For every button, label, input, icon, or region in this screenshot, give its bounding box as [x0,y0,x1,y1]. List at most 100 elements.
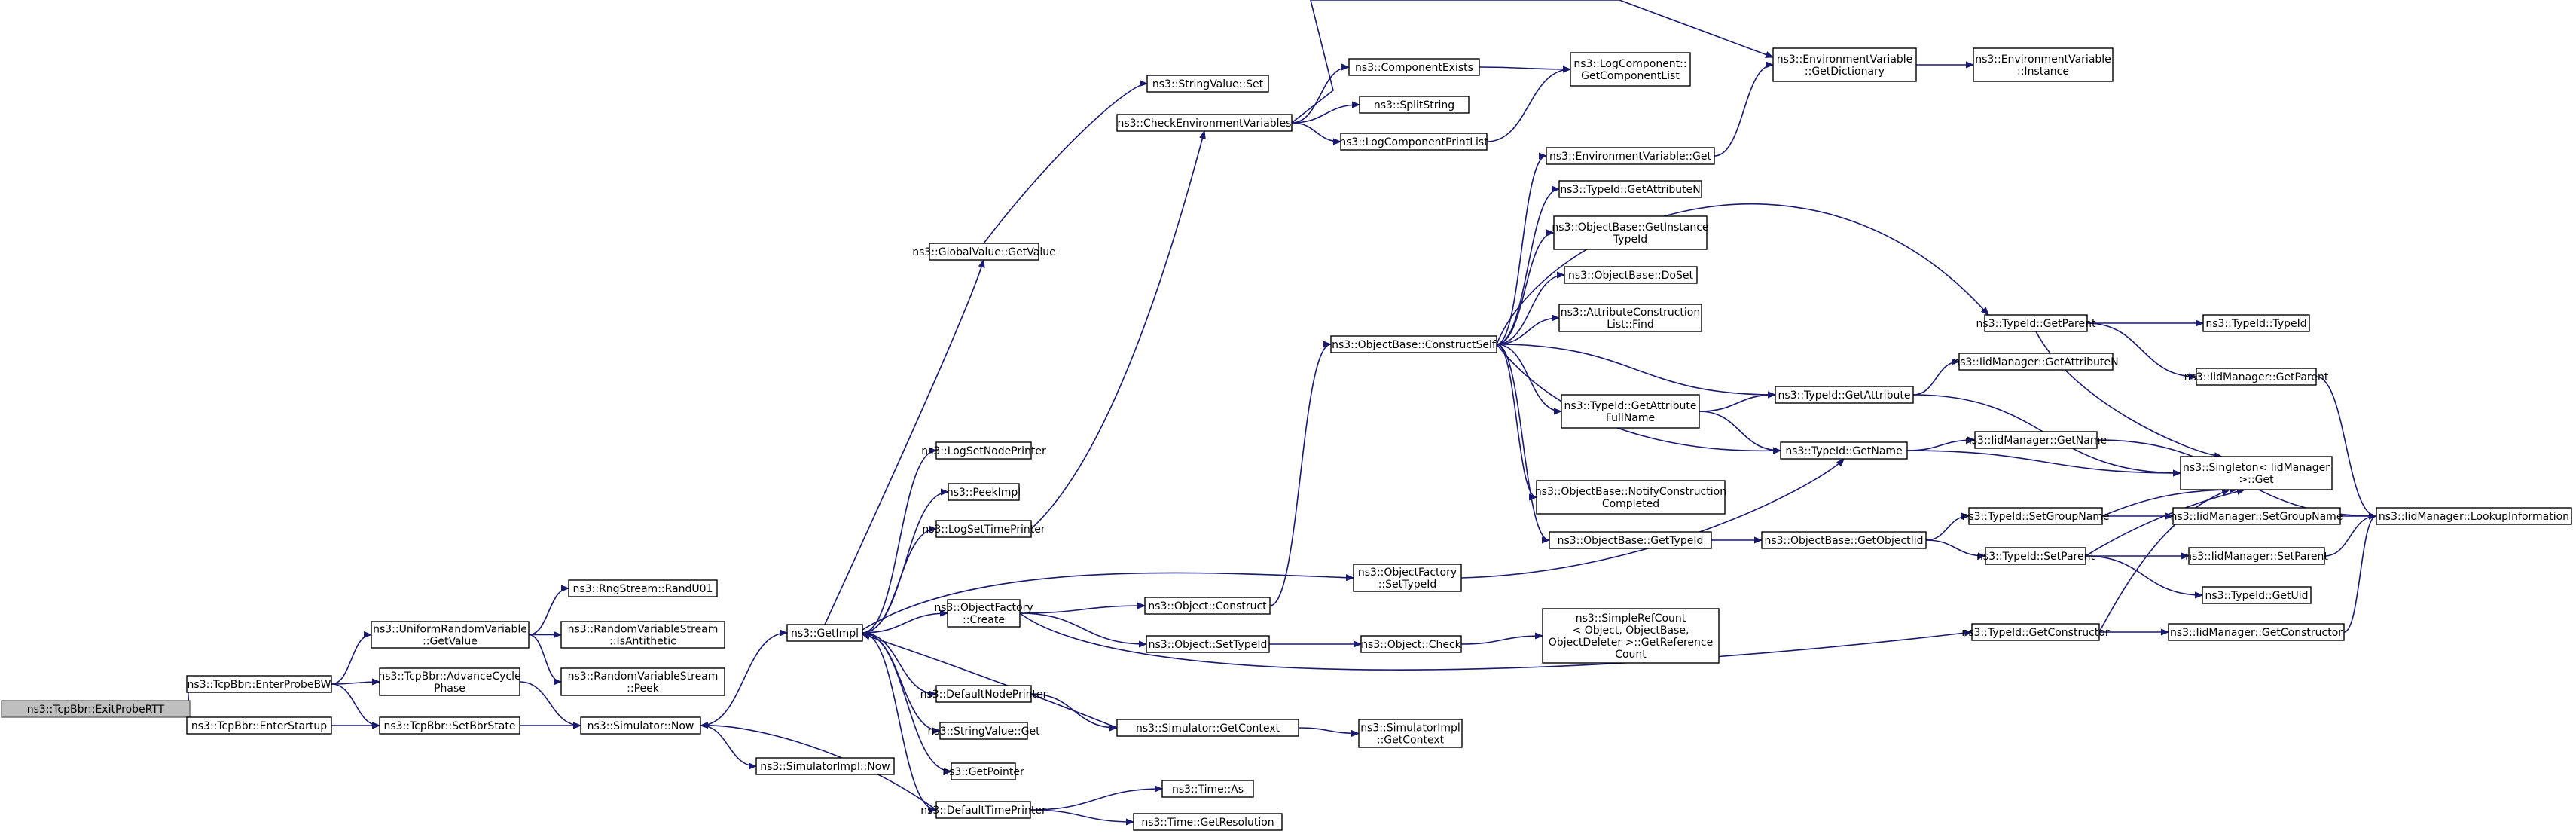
function-node[interactable]: ns3::TypeId::GetConstructor [1961,623,2110,641]
function-node[interactable]: ns3::Time::As [1161,780,1254,798]
function-node[interactable]: ns3::RandomVariableStream::IsAntithetic [560,621,725,649]
call-edge [862,634,1118,729]
function-node[interactable]: ns3::GetPointer [942,762,1024,780]
function-node[interactable]: ns3::SimulatorImpl::Now [755,757,895,775]
function-node[interactable]: ns3::TypeId::GetUid [2202,586,2312,604]
call-edge [1030,131,1204,530]
function-node[interactable]: ns3::ObjectBase::GetObjectIid [1761,531,1927,549]
function-node[interactable]: ns3::IidManager::GetName [1965,431,2107,449]
function-node[interactable]: ns3::IidManager::GetAttributeN [1953,353,2119,371]
call-edge [824,260,984,625]
call-edge [700,726,937,811]
function-node[interactable]: ns3::ObjectBase::GetTypeId [1549,531,1712,549]
function-node[interactable]: ns3::TypeId::SetGroupName [1961,507,2110,525]
function-node[interactable]: ns3::LogComponentPrintList [1339,133,1488,151]
function-node[interactable]: ns3::DefaultNodePrinter [920,685,1048,703]
function-node[interactable]: ns3::DefaultTimePrinter [920,801,1046,819]
function-node[interactable]: ns3::TypeId::GetParent [1976,314,2096,332]
function-node[interactable]: ns3::CheckEnvironmentVariables [1116,114,1293,132]
function-node[interactable]: ns3::GlobalValue::GetValue [912,243,1056,261]
function-node[interactable]: ns3::ComponentExists [1348,58,1480,76]
call-edge [1291,0,1773,124]
call-edge [2085,555,2202,595]
function-node[interactable]: ns3::TcpBbr::EnterStartup [186,716,332,735]
function-node[interactable]: ns3::UniformRandomVariable::GetValue [371,621,530,649]
function-node-label: ns3::TcpBbr::AdvanceCycle [378,671,520,683]
function-node[interactable]: ns3::TcpBbr::SetBbrState [379,716,520,735]
function-node[interactable]: ns3::EnvironmentVariable::Instance [1973,47,2114,82]
call-edge-path [1291,122,1341,142]
call-edge-path [1019,612,1972,671]
call-edge [862,632,936,694]
function-node[interactable]: ns3::IidManager::SetGroupName [2171,507,2343,525]
function-node[interactable]: ns3::Simulator::Now [580,716,701,735]
function-node-box [935,685,1032,703]
function-node[interactable]: ns3::TypeId::GetAttribute [1775,386,1914,404]
call-edge [862,451,937,634]
function-node-label: ns3::Time::As [1172,784,1244,796]
call-edge [331,682,380,684]
function-node[interactable]: ns3::StringValue::Set [1146,75,1269,93]
function-node-label: ns3::ObjectBase::GetInstance [1552,221,1708,234]
function-node[interactable]: ns3::ObjectBase::NotifyConstructionCompl… [1535,480,1726,515]
call-edge-path [1486,69,1570,142]
function-node[interactable]: ns3::ObjectFactory::SetTypeId [1353,564,1462,592]
function-node[interactable]: ns3::TypeId::GetAttributeN [1558,180,1702,198]
function-node-box [1161,780,1254,798]
function-node[interactable]: ns3::TypeId::SetParent [1976,547,2095,565]
function-node[interactable]: ns3::EnvironmentVariable::GetDictionary [1772,47,1917,82]
function-node-label: ::Create [963,614,1005,626]
function-node-box [1546,147,1715,165]
function-node[interactable]: ns3::Object::SetTypeId [1146,635,1270,653]
function-node[interactable]: ns3::Singleton< IidManager >::Get [2180,456,2333,490]
function-node[interactable]: ns3::PeekImpl [947,483,1021,501]
function-node-box [951,762,1016,780]
function-node[interactable]: ns3::SimulatorImpl::GetContext [1358,719,1463,748]
function-node[interactable]: ns3::Time::GetResolution [1133,813,1283,831]
function-node[interactable]: ns3::ObjectBase::DoSet [1564,266,1698,284]
function-node[interactable]: ns3::RandomVariableStream::Peek [560,667,725,696]
function-node-label: ::Instance [2017,66,2069,78]
function-node-label: ns3::IidManager::LookupInformation [2379,511,2569,523]
root-function-node[interactable]: ns3::TcpBbr::ExitProbeRTT [1,700,191,718]
function-node[interactable]: ns3::StringValue::Get [927,722,1040,740]
function-node[interactable]: ns3::SimpleRefCount< Object, ObjectBase,… [1542,608,1720,664]
function-node[interactable]: ns3::GetImpl [786,624,863,642]
function-node-box [1330,335,1497,353]
function-node[interactable]: ns3::EnvironmentVariable::Get [1546,147,1715,165]
function-node-box [560,667,725,696]
function-node[interactable]: ns3::ObjectFactory::Create [934,599,1033,628]
function-node[interactable]: ns3::LogComponent::GetComponentList [1570,52,1691,87]
function-node[interactable]: ns3::TypeId::GetName [1780,441,1908,460]
call-edge-path [1460,459,1844,579]
function-node[interactable]: ns3::LogSetTimePrinter [922,520,1045,538]
call-edge-path [2085,555,2202,595]
function-node[interactable]: ns3::TcpBbr::EnterProbeBW [186,675,332,693]
function-node[interactable]: ns3::ObjectBase::ConstructSelf [1330,335,1497,353]
call-edge-path [862,632,937,810]
function-node[interactable]: ns3::IidManager::LookupInformation [2376,507,2572,525]
call-edge [1298,727,1359,734]
function-node[interactable]: ns3::IidManager::SetParent [2185,547,2328,565]
function-node[interactable]: ns3::SplitString [1359,96,1470,114]
function-node[interactable]: ns3::Simulator::GetContext [1116,719,1299,737]
function-node[interactable]: ns3::RngStream::RandU01 [568,579,718,597]
call-edge-path [700,725,756,766]
function-node-box [186,716,332,735]
call-edge [1496,189,1560,345]
function-node[interactable]: ns3::IidManager::GetParent [2184,368,2329,386]
function-node[interactable]: ns3::IidManager::GetConstructor [2168,623,2345,641]
function-node-label: Completed [1602,498,1659,510]
function-node-label: ::Peek [627,683,660,695]
function-node[interactable]: ns3::LogSetNodePrinter [921,441,1046,460]
function-node[interactable]: ns3::Object::Construct [1144,597,1271,615]
function-node[interactable]: ns3::TypeId::TypeId [2202,314,2310,332]
function-node[interactable]: ns3::Object::Check [1360,635,1462,653]
call-edge-path [1030,809,1134,822]
function-node-box [1353,564,1462,592]
function-node-label: ns3::UniformRandomVariable [373,624,527,636]
